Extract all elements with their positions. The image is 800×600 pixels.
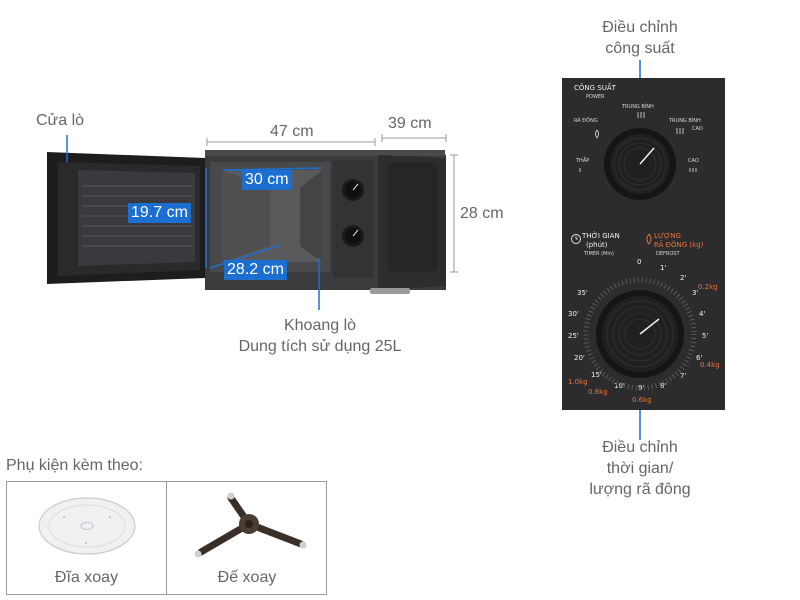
timer-knob-label-line2: thời gian/ bbox=[606, 460, 674, 477]
inner-depth-label: 28.2 cm bbox=[224, 260, 287, 280]
power-subtitle: POWER bbox=[586, 94, 605, 100]
roller-ring-image bbox=[194, 492, 307, 558]
dial-1: 1' bbox=[660, 264, 667, 272]
defrost-subtitle: DEFROST bbox=[656, 251, 680, 257]
power-knob[interactable] bbox=[562, 78, 725, 410]
dial-20: 20' bbox=[574, 354, 585, 362]
cavity-label-line2: Dung tích sử dụng 25L bbox=[238, 338, 402, 355]
dial-15: 15' bbox=[591, 371, 602, 379]
high-icon bbox=[689, 168, 697, 172]
level-medium: TRUNG BÌNH bbox=[622, 104, 654, 110]
dial-8: 8' bbox=[660, 382, 667, 390]
level-defrost: RÃ ĐÔNG bbox=[574, 118, 598, 124]
level-high: CAO bbox=[688, 158, 699, 164]
door-label: Cửa lò bbox=[36, 112, 85, 129]
accessory-plate-label: Đĩa xoay bbox=[54, 569, 119, 586]
dial-5: 5' bbox=[702, 332, 709, 340]
dial-10: 10' bbox=[614, 382, 625, 390]
defrost-icon bbox=[595, 129, 599, 139]
timer-title-1: THỜI GIAN bbox=[582, 232, 620, 240]
dial-25: 25' bbox=[568, 332, 579, 340]
cavity-label-line1: Khoang lò bbox=[283, 317, 357, 334]
weight-0-4: 0.4kg bbox=[700, 361, 720, 369]
timer-title-2: (phút) bbox=[586, 241, 608, 249]
inner-width-label: 30 cm bbox=[242, 170, 292, 190]
dial-35: 35' bbox=[577, 289, 588, 297]
dial-0: 0 bbox=[637, 258, 642, 266]
power-knob-label-line2: công suất bbox=[605, 40, 675, 57]
height-dimension: 28 cm bbox=[460, 205, 504, 222]
dial-7: 7' bbox=[680, 372, 687, 380]
depth-dimension: 39 cm bbox=[388, 115, 432, 132]
clock-icon bbox=[571, 234, 581, 244]
weight-0-2: 0.2kg bbox=[698, 283, 718, 291]
dial-4: 4' bbox=[699, 310, 706, 318]
timer-knob[interactable] bbox=[562, 78, 725, 410]
weight-1-0: 1.0kg bbox=[568, 378, 588, 386]
power-knob-label: Điều chỉnh công suất bbox=[580, 17, 700, 59]
accessories-divider bbox=[166, 482, 167, 594]
timer-knob-label: Điều chỉnh thời gian/ lượng rã đông bbox=[570, 437, 710, 500]
accessories-heading: Phụ kiện kèm theo: bbox=[6, 457, 143, 474]
control-panel: CÔNG SUẤT POWER RÃ ĐÔNG TRUNG BÌNH TRUNG… bbox=[562, 78, 725, 410]
dial-9: 9' bbox=[638, 384, 645, 392]
turntable-plate-image bbox=[38, 497, 136, 555]
weight-0-8: 0.8kg bbox=[588, 388, 608, 396]
power-title: CÔNG SUẤT bbox=[574, 84, 616, 92]
cavity-label: Khoang lò Dung tích sử dụng 25L bbox=[230, 315, 410, 357]
weight-0-6: 0.6kg bbox=[632, 396, 652, 404]
timer-subtitle: TIMER (Min) bbox=[584, 251, 614, 257]
accessories-box: Đĩa xoay Đế xoay bbox=[6, 481, 327, 595]
inner-height-label: 19.7 cm bbox=[128, 203, 191, 223]
level-medium-high-1: TRUNG BÌNH bbox=[669, 118, 701, 124]
inner-dimension-lines bbox=[205, 167, 323, 269]
timer-knob-label-line1: Điều chỉnh bbox=[602, 439, 678, 456]
defrost-title-1: LƯỢNG bbox=[654, 232, 681, 240]
defrost-title-2: RÃ ĐÔNG (kg) bbox=[654, 241, 704, 249]
level-low: THẤP bbox=[576, 158, 590, 164]
droplet-icon bbox=[646, 233, 652, 245]
timer-knob-label-line3: lượng rã đông bbox=[589, 481, 691, 498]
dial-3: 3' bbox=[692, 289, 699, 297]
dial-30: 30' bbox=[568, 310, 579, 318]
dial-2: 2' bbox=[680, 274, 687, 282]
width-dimension: 47 cm bbox=[270, 123, 314, 140]
outer-dimension-lines bbox=[206, 134, 458, 273]
medium-high-icon bbox=[676, 128, 684, 134]
medium-icon bbox=[637, 112, 645, 118]
level-medium-high-2: CAO bbox=[692, 126, 703, 132]
dial-6: 6' bbox=[696, 354, 703, 362]
accessory-ring-label: Đế xoay bbox=[217, 569, 277, 586]
power-leader-line bbox=[639, 60, 641, 80]
timer-leader-line bbox=[639, 410, 641, 440]
power-knob-label-line1: Điều chỉnh bbox=[602, 19, 678, 36]
